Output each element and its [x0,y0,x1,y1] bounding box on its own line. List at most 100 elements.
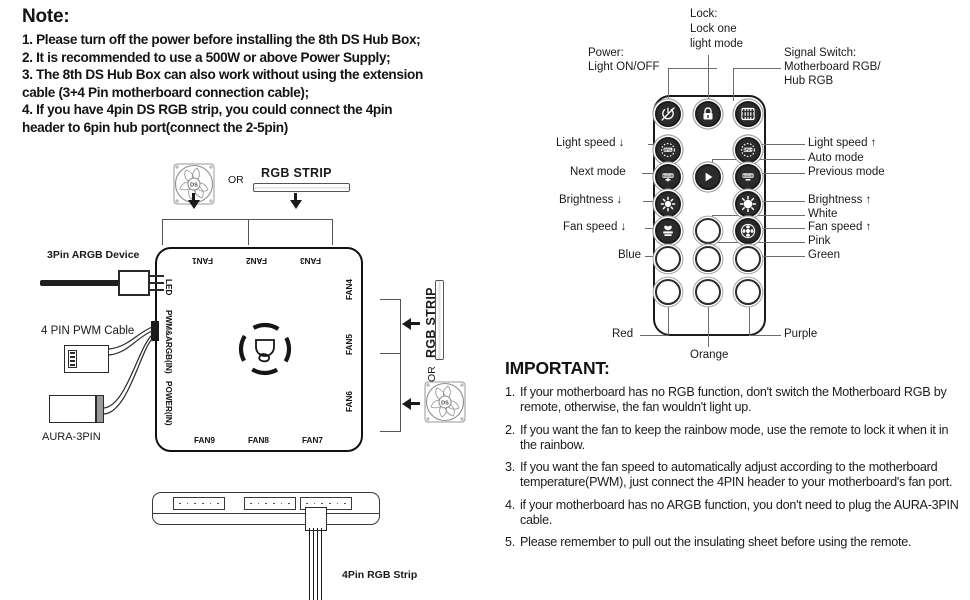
remote-label-orange: Orange [690,349,729,361]
important-item-number: 2. [505,422,516,437]
rgb-strip-label-right: RGB STRIP [424,287,438,358]
strip-divider [152,513,380,515]
red-color-button[interactable] [655,279,681,305]
power-leader-h-run [668,68,717,69]
leader-fan-speed-up [752,228,805,229]
top-bracket-right [332,219,334,245]
important-item: 4. if your motherboard has no ARGB funct… [505,498,965,529]
remote-label-lock-line1: Lock: [690,8,718,20]
strip-connector [244,497,296,510]
rgb-strip-label-top: RGB STRIP [261,166,332,180]
blue-color-button[interactable] [655,246,681,272]
top-bracket-mid [248,219,250,245]
signal-leader-horizontal [733,68,781,69]
arrow-down-strip [290,200,302,209]
leader-purple-v [749,297,750,335]
remote-label-pink: Pink [808,235,831,247]
important-item-text: If you want the fan speed to automatical… [520,460,953,490]
fan-speed-up-button[interactable] [735,218,761,244]
power-off-icon [661,107,675,121]
pwm-key-bar [70,360,75,362]
hub-port-fan7: FAN7 [302,436,323,445]
orange-color-button[interactable] [695,279,721,305]
remote-label-signal-line1: Signal Switch: [784,47,857,59]
rgb-strip-top [253,183,350,192]
svg-text:MODE: MODE [743,174,754,178]
pink-color-button[interactable] [695,246,721,272]
strip-wire [321,528,323,600]
right-bracket-arm-fan5 [380,353,401,355]
ds-hub-box [155,247,363,452]
fan-up-icon [740,223,756,239]
svg-text:SPD-: SPD- [664,148,672,152]
right-bracket-arm-fan6 [380,431,401,433]
right-bracket-vertical [400,299,402,432]
argb-pin [150,289,164,291]
lock-button[interactable] [695,101,721,127]
previous-mode-button[interactable]: MODE [735,164,761,190]
mode-plus-icon: MODE [662,173,674,182]
hub-port-fan8: FAN8 [248,436,269,445]
note-line: header to 6pin hub port(connect the 2-5p… [22,119,288,135]
remote-label-red: Red [612,328,634,340]
leader-green [752,256,805,257]
remote-label-light-speed-down: Light speed ↓ [556,137,625,149]
right-source-fan: DS [424,381,466,423]
argb-pin [150,282,164,284]
remote-label-white: White [808,208,838,220]
arrow-stem-fan-right [411,402,420,405]
hub-port-fan9: FAN9 [194,436,215,445]
remote-label-green: Green [808,249,840,261]
remote-label-next-mode: Next mode [570,166,626,178]
note-line: 1. Please turn off the power before inst… [22,32,421,47]
svg-text:DS: DS [190,183,198,189]
sun-small-icon [660,196,676,212]
pwm-connector-body [64,345,109,373]
auto-mode-button[interactable] [695,164,721,190]
pwm-key-bar [70,364,75,366]
purple-color-button[interactable] [735,279,761,305]
svg-text:DS: DS [441,401,449,407]
remote-label-power-line2: Light ON/OFF [588,61,660,73]
white-color-button[interactable] [695,218,721,244]
hub-port-fan4: FAN4 [345,279,354,300]
label-aura-3pin: AURA-3PIN [42,431,101,443]
remote-label-power-line1: Power: [588,47,624,59]
hub-port-fan6: FAN6 [345,391,354,412]
top-bracket-horizontal [162,219,333,221]
light-speed-up-button[interactable]: SPD+ [735,137,761,163]
svg-text:MODE: MODE [663,174,674,178]
lock-icon [703,107,713,120]
signal-switch-button[interactable] [735,101,761,127]
speed-up-icon: SPD+ [741,143,755,157]
brightness-up-button[interactable] [735,191,761,217]
brightness-down-button[interactable] [655,191,681,217]
strip-wire [309,528,311,600]
important-item: 3. If you want the fan speed to automati… [505,460,965,491]
fan-speed-down-button[interactable] [655,218,681,244]
right-bracket-arm-fan4 [380,299,401,301]
arrow-stem-strip-right [411,322,420,325]
note-line: 3. The 8th DS Hub Box can also work with… [22,67,423,83]
top-bracket-left [162,219,164,245]
power-button[interactable] [655,101,681,127]
leader-brightness-up [752,201,805,202]
remote-label-previous-mode: Previous mode [808,166,885,178]
signal-icon [741,107,755,121]
light-speed-down-button[interactable]: SPD- [655,137,681,163]
next-mode-button[interactable]: MODE [655,164,681,190]
remote-label-purple: Purple [784,328,818,340]
leader-red-v [668,297,669,335]
strip-wire [317,528,319,600]
leader-white-h [712,215,805,216]
remote-label-lock-line3: light mode [690,38,744,50]
green-color-button[interactable] [735,246,761,272]
fan-down-icon [663,225,673,236]
hub-port-fan5: FAN5 [345,334,354,355]
svg-text:SPD+: SPD+ [744,148,753,152]
strip-wire [313,528,315,600]
or-label-top: OR [228,174,244,186]
important-item: 5. Please remember to pull out the insul… [505,535,965,550]
fan-icon: DS [173,163,215,205]
arrow-left-fan [402,398,411,410]
